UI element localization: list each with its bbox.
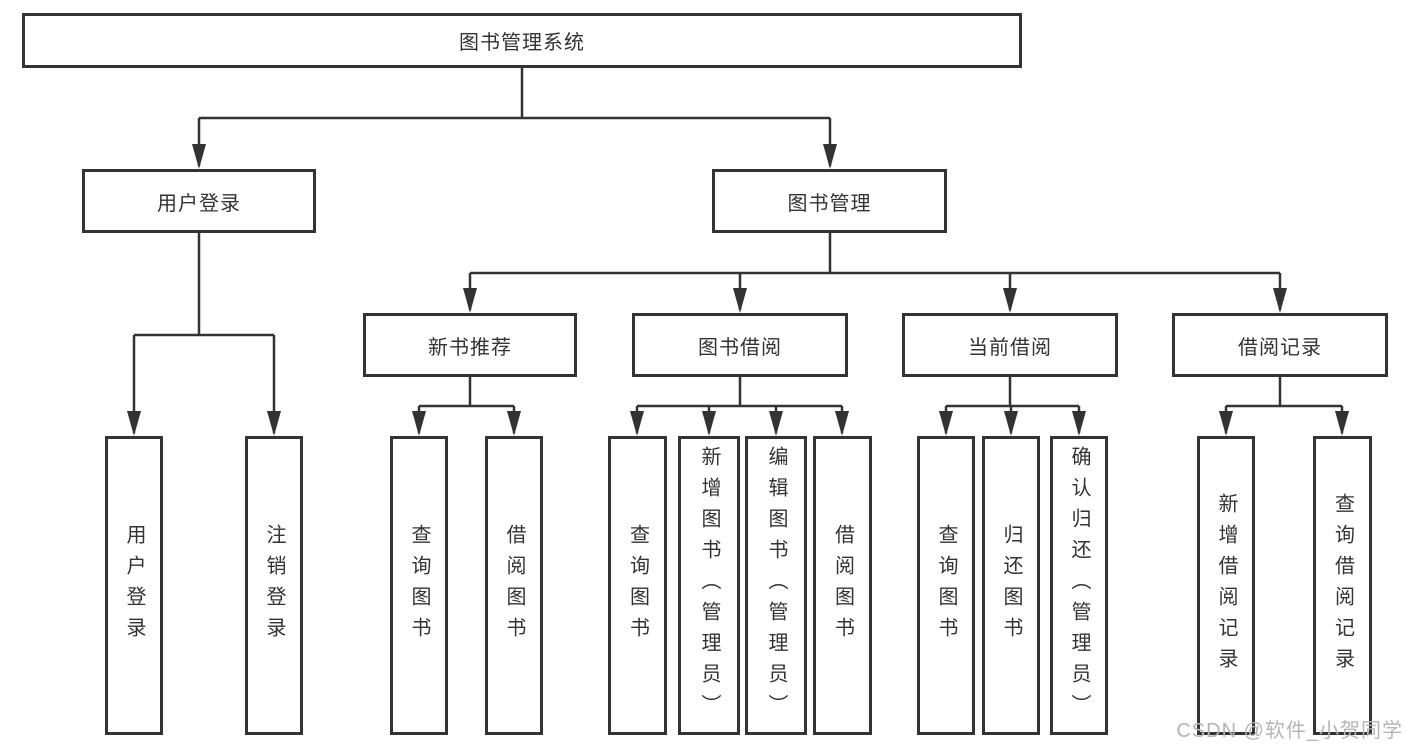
arrowhead [192, 144, 206, 169]
arrowhead [733, 288, 747, 313]
leaf-user-login: 用户登录 [105, 436, 163, 735]
arrowhead [630, 411, 644, 436]
arrowhead [939, 411, 953, 436]
node-label: 当前借阅 [968, 336, 1052, 359]
leaf-return-books: 归还图书 [982, 436, 1040, 735]
arrowhead [127, 411, 141, 436]
arrowhead [1273, 288, 1287, 313]
connector-login-to-leaves [132, 233, 276, 433]
node-label: 图书管理系统 [459, 32, 585, 54]
connector-records-to-leaves [1224, 377, 1344, 433]
leaf-query-books-borrowing: 查询图书 [608, 436, 667, 735]
node-label: 用户登录 [157, 192, 241, 215]
arrowhead [412, 411, 426, 436]
leaf-query-books-current: 查询图书 [917, 436, 975, 735]
arrowhead [1072, 411, 1086, 436]
node-label: 查询图书 [408, 523, 430, 648]
leaf-add-book-admin: 新增图书（管理员） [678, 436, 740, 735]
leaf-borrow-books-borrowing: 借阅图书 [813, 436, 872, 735]
node-book-borrowing: 图书借阅 [632, 313, 848, 377]
csdn-watermark: CSDN @软件_小贺同学 [1176, 720, 1403, 742]
connector-newbook-to-leaves [417, 377, 516, 433]
node-new-book-recommendation: 新书推荐 [363, 313, 577, 377]
node-label: 借阅图书 [831, 523, 854, 648]
node-label: 查询图书 [626, 523, 649, 648]
leaf-query-books-recommend: 查询图书 [390, 436, 448, 735]
arrowhead [1004, 411, 1018, 436]
node-label: 确认归还（管理员） [1068, 446, 1090, 725]
arrowhead [1335, 411, 1349, 436]
arrowhead [702, 411, 716, 436]
leaf-query-borrow-record: 查询借阅记录 [1313, 436, 1372, 735]
arrowhead [823, 144, 837, 169]
connector-root-to-level1 [197, 68, 832, 166]
node-label: 图书管理 [787, 192, 872, 215]
leaf-edit-book-admin: 编辑图书（管理员） [745, 436, 807, 735]
arrowhead [507, 411, 521, 436]
node-label: 新书推荐 [428, 336, 512, 359]
node-label: 注销登录 [263, 523, 285, 648]
connector-mgmt-to-sections [468, 233, 1282, 310]
leaf-confirm-return-admin: 确认归还（管理员） [1050, 436, 1108, 735]
connector-borrowing-to-leaves [635, 377, 844, 433]
arrowhead [835, 411, 849, 436]
arrowhead [1219, 411, 1233, 436]
node-label: 查询借阅记录 [1331, 492, 1354, 679]
leaf-borrow-books-recommend: 借阅图书 [485, 436, 543, 735]
node-label: 借阅记录 [1238, 336, 1322, 359]
node-label: 新增借阅记录 [1215, 492, 1237, 679]
node-borrow-records: 借阅记录 [1172, 313, 1388, 377]
node-user-login: 用户登录 [82, 169, 316, 233]
node-book-management: 图书管理 [712, 169, 947, 233]
arrowhead [769, 411, 783, 436]
node-current-borrowing: 当前借阅 [902, 313, 1118, 377]
arrowhead [1003, 288, 1017, 313]
node-label: 归还图书 [1000, 523, 1022, 648]
arrowhead [463, 288, 477, 313]
leaf-logout: 注销登录 [245, 436, 303, 735]
arrowhead [267, 411, 281, 436]
node-label: 查询图书 [935, 523, 957, 648]
leaf-add-borrow-record: 新增借阅记录 [1197, 436, 1255, 735]
node-label: 用户登录 [123, 523, 145, 648]
node-label: 新增图书（管理员） [698, 446, 720, 725]
node-library-system: 图书管理系统 [22, 13, 1022, 68]
node-label: 编辑图书（管理员） [765, 446, 787, 725]
node-label: 图书借阅 [698, 336, 782, 359]
node-label: 借阅图书 [503, 523, 525, 648]
